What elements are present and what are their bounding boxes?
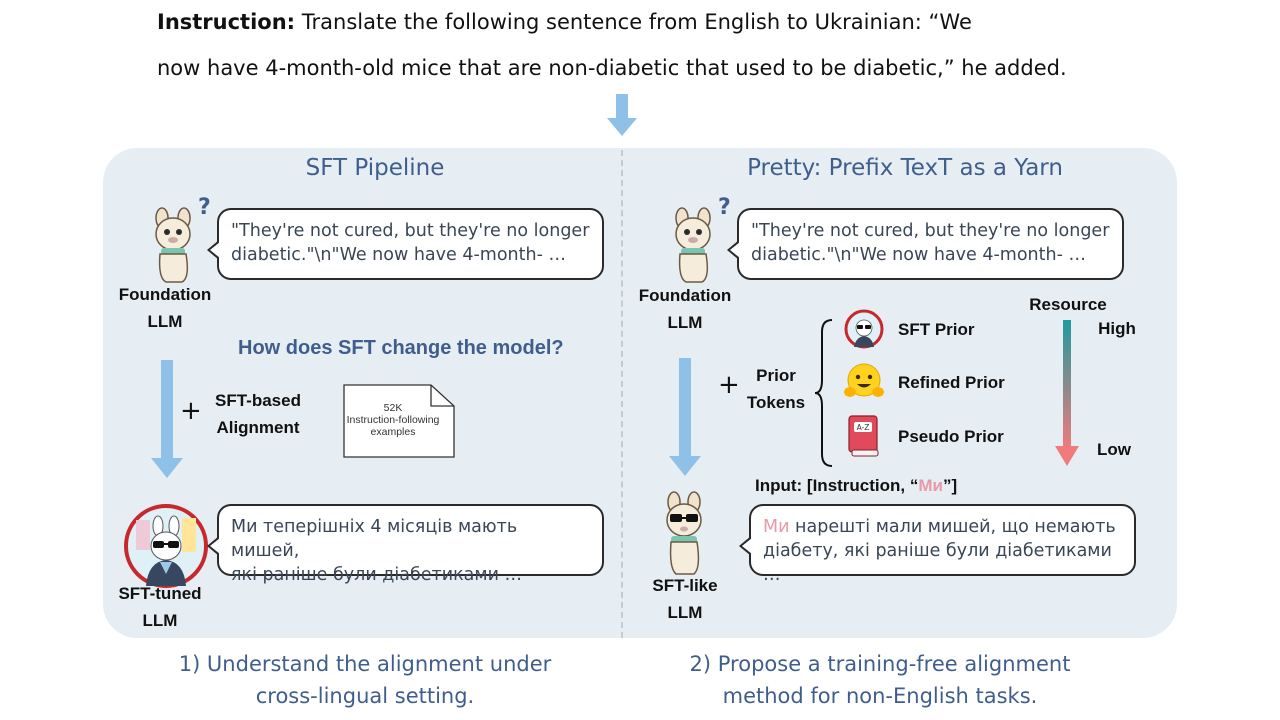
- right-foundation-label-2: LLM: [667, 313, 703, 332]
- right-title: Pretty: Prefix TexT as a Yarn: [747, 155, 1063, 181]
- sft-prior-icon: [844, 309, 884, 349]
- refined-prior-icon: [844, 363, 884, 397]
- output-token: Ми: [763, 517, 790, 537]
- sft-like-bubble-line1: Ми нарешті мали мишей, що немають: [763, 515, 1122, 539]
- left-caption: 1) Understand the alignment under cross-…: [140, 648, 590, 712]
- right-foundation-bubble: "They're not cured, but they're no longe…: [727, 208, 1124, 280]
- sft-alignment-label-2: Alignment: [216, 418, 300, 437]
- sft-tuned-label: SFT-tuned LLM: [100, 580, 220, 634]
- left-title: SFT Pipeline: [305, 155, 445, 181]
- left-caption-1: 1) Understand the alignment under: [178, 652, 552, 676]
- sft-alignment-label: SFT-based Alignment: [202, 387, 314, 441]
- left-foundation-label: Foundation LLM: [100, 281, 230, 335]
- sft-like-label: SFT-like LLM: [625, 572, 745, 626]
- right-foundation-bubble-line1: "They're not cured, but they're no longe…: [751, 221, 1110, 241]
- instruction-line2: now have 4-month-old mice that are non-d…: [157, 56, 1067, 80]
- instruction-label: Instruction:: [157, 10, 296, 34]
- sft-tuned-label-1: SFT-tuned: [118, 584, 202, 603]
- left-foundation-bubble: "They're not cured, but they're no longe…: [207, 208, 604, 280]
- right-plus: +: [718, 370, 740, 400]
- svg-text:A-Z: A-Z: [857, 423, 870, 432]
- resource-low-label: Low: [1097, 440, 1131, 459]
- sft-question: How does SFT change the model?: [238, 337, 564, 359]
- right-down-arrow-icon: [669, 358, 701, 476]
- right-caption-2: method for non-English tasks.: [722, 684, 1038, 708]
- llama-foundation-icon: ?: [155, 195, 211, 283]
- resource-high-label: High: [1098, 319, 1136, 338]
- input-token: Ми: [918, 476, 943, 495]
- prior-tokens-label-1: Prior: [756, 366, 796, 385]
- left-foundation-bubble-line1: "They're not cured, but they're no longe…: [231, 221, 590, 241]
- sft-tuned-bubble-line2: які раніше були діабетиками …: [231, 565, 523, 585]
- refined-prior-label: Refined Prior: [898, 373, 1005, 392]
- sft-tuned-label-2: LLM: [142, 611, 178, 630]
- sft-like-label-1: SFT-like: [652, 576, 718, 595]
- pseudo-prior-icon: A-Z: [848, 415, 879, 457]
- sft-tuned-bubble: Ми теперішніх 4 місяців мають мишей, які…: [207, 504, 604, 585]
- input-label: Input: [Instruction, “Ми”]: [755, 472, 995, 499]
- left-plus: +: [180, 396, 202, 426]
- sft-like-bubble: Ми нарешті мали мишей, що немають діабет…: [739, 504, 1136, 585]
- prior-tokens-label: Prior Tokens: [741, 362, 811, 416]
- sft-tuned-llama-icon: [124, 504, 208, 588]
- instruction-line1: Translate the following sentence from En…: [301, 10, 972, 34]
- sft-tuned-bubble-line1: Ми теперішніх 4 місяців мають мишей,: [231, 517, 518, 561]
- right-foundation-bubble-line2: diabetic."\n"We now have 4-month- …: [751, 245, 1086, 265]
- svg-text:?: ?: [718, 195, 731, 220]
- right-foundation-label: Foundation LLM: [620, 282, 750, 336]
- llama-foundation-right-icon: ?: [675, 195, 731, 283]
- document-line3: examples: [370, 426, 416, 438]
- panel-divider: [621, 150, 623, 638]
- prior-list: SFT Prior Refined Prior Pseudo Prior: [898, 316, 1028, 450]
- right-caption: 2) Propose a training-free alignment met…: [650, 648, 1110, 712]
- left-caption-2: cross-lingual setting.: [255, 684, 475, 708]
- down-arrow-icon: [607, 94, 637, 136]
- left-foundation-bubble-line2: diabetic."\n"We now have 4-month- …: [231, 245, 566, 265]
- input-prefix: Input: [Instruction, “: [755, 476, 919, 495]
- left-foundation-label-2: LLM: [147, 312, 183, 331]
- instruction-text: Instruction: Translate the following sen…: [157, 0, 1157, 92]
- sft-prior-label: SFT Prior: [898, 320, 975, 339]
- resource-label: Resource: [1029, 295, 1107, 314]
- document-icon: [343, 384, 455, 458]
- pseudo-prior-label: Pseudo Prior: [898, 427, 1004, 446]
- sft-like-label-2: LLM: [667, 603, 703, 622]
- sft-alignment-label-1: SFT-based: [215, 391, 301, 410]
- right-foundation-label-1: Foundation: [638, 286, 732, 305]
- resource-gradient-arrow-icon: [1055, 320, 1079, 466]
- left-foundation-label-1: Foundation: [118, 285, 212, 304]
- sft-like-llama-icon: [666, 491, 702, 575]
- left-down-arrow-icon: [151, 360, 183, 478]
- document-line1: 52K: [383, 402, 403, 414]
- prior-tokens-label-2: Tokens: [746, 393, 806, 412]
- document-text: 52K Instruction-following examples: [343, 402, 443, 438]
- brace-icon: [814, 319, 833, 467]
- sft-like-bubble-line2: діабету, які раніше були діабетиками …: [763, 541, 1112, 585]
- svg-text:?: ?: [198, 195, 211, 220]
- document-line2: Instruction-following: [346, 414, 440, 426]
- input-suffix: ”]: [942, 476, 958, 495]
- right-caption-1: 2) Propose a training-free alignment: [689, 652, 1071, 676]
- output-line1-rest: нарешті мали мишей, що немають: [789, 517, 1116, 537]
